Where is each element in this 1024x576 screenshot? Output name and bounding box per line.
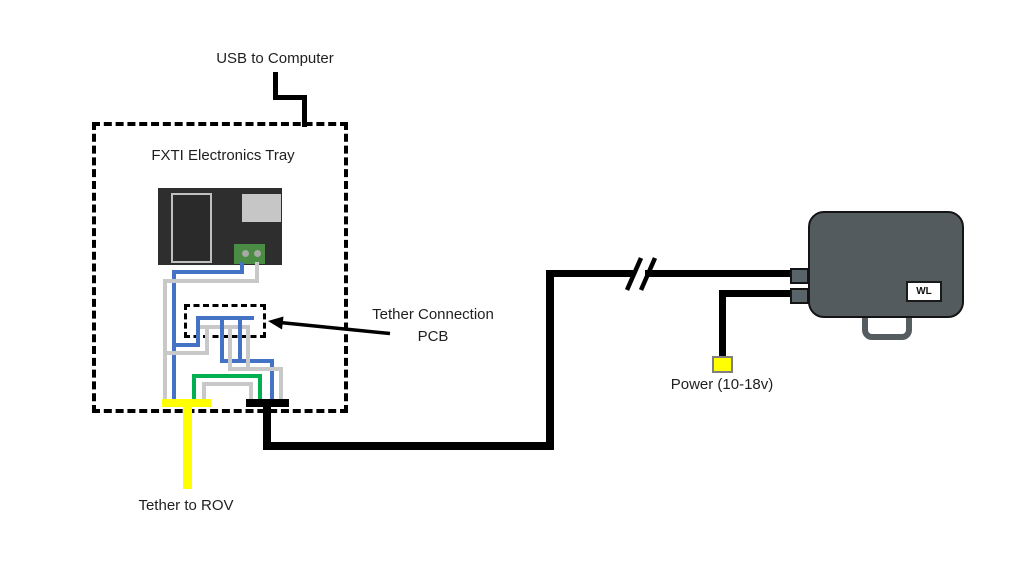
power-connector: [712, 356, 733, 373]
device-port-top: [790, 268, 809, 284]
wire-blue: [172, 270, 176, 400]
fxti-tray-box: [92, 122, 348, 413]
wire-gray: [279, 367, 283, 400]
terminal-screw-icon: [254, 250, 261, 257]
power-cable: [719, 290, 726, 358]
wire-gray: [163, 279, 167, 400]
wire-gray: [202, 382, 253, 386]
terminal-screw-icon: [242, 250, 249, 257]
wire-blue: [172, 343, 200, 347]
wire-blue: [238, 316, 242, 363]
device-port-bottom: [790, 288, 809, 304]
wire-gray: [205, 325, 209, 355]
tether-pcb-label-line1: Tether Connection: [372, 306, 494, 323]
tether-cable-yellow: [183, 407, 192, 489]
wire-gray: [163, 351, 209, 355]
usb-cable-segment: [273, 95, 307, 100]
pcb-gray-bus: [200, 325, 250, 329]
usb-cable-segment: [273, 72, 278, 100]
tether-to-rov-label: Tether to ROV: [138, 497, 234, 514]
topside-cable: [263, 442, 554, 450]
wire-blue: [172, 270, 244, 274]
power-label: Power (10-18v): [670, 376, 774, 393]
wire-blue: [270, 359, 274, 400]
fxti-tray-label: FXTI Electronics Tray: [151, 147, 295, 164]
usb-to-computer-label: USB to Computer: [216, 50, 334, 67]
wire-gray: [228, 325, 232, 371]
usb-cable-segment: [302, 95, 307, 127]
pcb-blue-bus: [196, 316, 254, 320]
wire-green: [258, 374, 262, 400]
power-cable: [719, 290, 792, 297]
wire-gray: [163, 279, 259, 283]
wire-gray: [246, 325, 250, 371]
wire-gray: [255, 262, 259, 283]
board-terminal-block: [234, 244, 265, 264]
wire-blue: [240, 262, 244, 274]
board-usb-port: [242, 194, 281, 222]
tether-pcb-box: [184, 304, 266, 338]
tether-connector-yellow: [162, 399, 211, 407]
wire-blue: [196, 316, 200, 347]
wl-badge: WL: [906, 281, 942, 302]
topside-cable: [546, 270, 633, 277]
topside-cable: [546, 270, 554, 450]
tether-pcb-label-line2: PCB: [417, 328, 449, 345]
wire-green: [192, 374, 196, 400]
wire-gray: [228, 367, 283, 371]
wire-gray: [202, 382, 206, 400]
wire-blue: [220, 316, 224, 363]
topside-connector-black: [246, 399, 289, 407]
wire-gray: [249, 382, 253, 400]
topside-cable: [645, 270, 792, 277]
topside-cable: [263, 407, 271, 450]
wire-green: [192, 374, 262, 378]
board-module: [171, 193, 212, 263]
